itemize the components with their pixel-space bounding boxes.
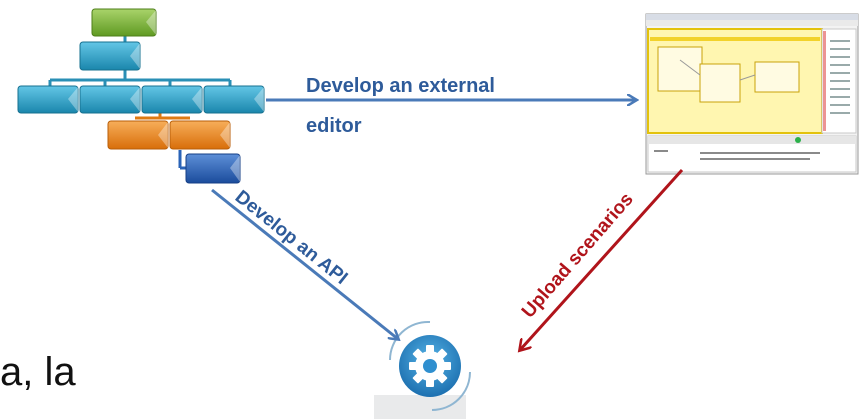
arrow-develop-api <box>211 188 398 339</box>
label-upload-scenarios: Upload scenarios <box>518 189 638 322</box>
cropped-body-text: a, la <box>0 350 76 394</box>
arrow-upload-scenarios <box>520 168 684 350</box>
gear-icon <box>374 320 471 419</box>
label-develop-api: Develop an API <box>231 187 352 289</box>
label-external-editor-line2: editor <box>306 115 362 137</box>
editor-screenshot-icon <box>645 13 859 175</box>
org-chart-icon <box>17 8 265 184</box>
label-external-editor-line1: Develop an external <box>306 75 495 97</box>
